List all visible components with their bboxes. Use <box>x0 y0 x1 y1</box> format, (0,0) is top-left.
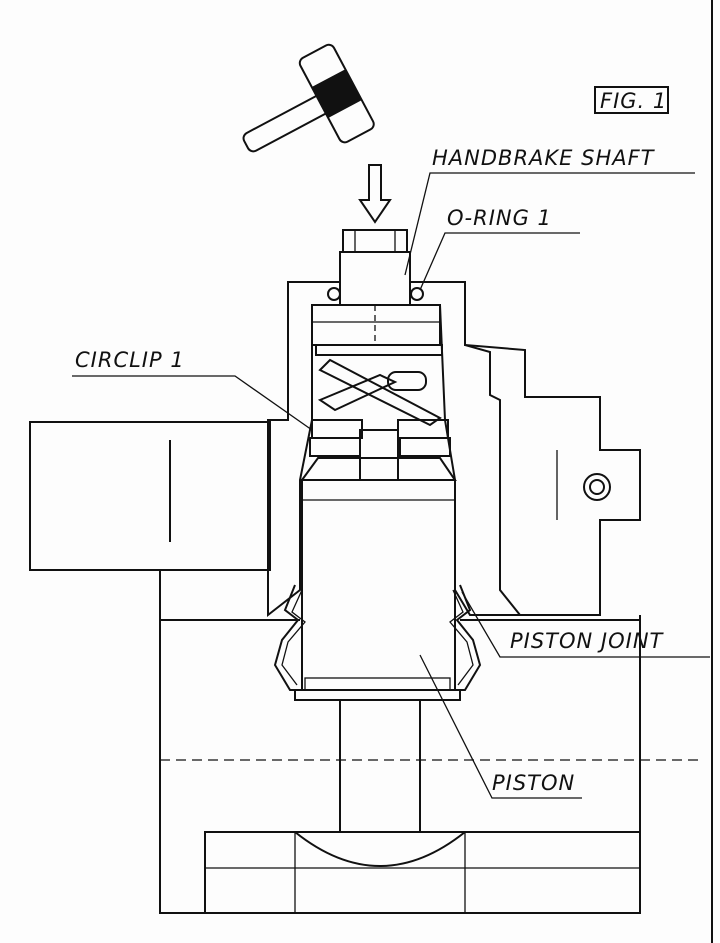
caliper-left-block <box>29 421 271 571</box>
bolt-icon <box>583 473 611 501</box>
o-ring-left <box>327 287 341 301</box>
svg-text:O-RING 1: O-RING 1 <box>447 206 552 230</box>
adjuster-mechanism <box>300 358 457 481</box>
o-ring-right <box>410 287 424 301</box>
label-o-ring: O-RING 1 <box>419 206 580 291</box>
piston-joint <box>273 584 482 691</box>
svg-text:PISTON JOINT: PISTON JOINT <box>510 629 665 653</box>
piston <box>294 479 461 701</box>
svg-text:HANDBRAKE SHAFT: HANDBRAKE SHAFT <box>432 146 656 170</box>
caliper-body <box>159 570 700 914</box>
housing-section-hatched <box>267 281 523 618</box>
figure-label: FIG. 1 <box>594 86 669 114</box>
arrow-down-icon <box>358 164 392 224</box>
label-piston: PISTON <box>419 654 582 799</box>
svg-text:PISTON: PISTON <box>492 771 575 795</box>
label-handbrake-shaft: HANDBRAKE SHAFT <box>404 146 695 276</box>
svg-text:FIG. 1: FIG. 1 <box>600 89 667 113</box>
label-piston-joint: PISTON JOINT <box>461 591 710 658</box>
svg-text:CIRCLIP 1: CIRCLIP 1 <box>75 348 185 372</box>
hammer-icon <box>242 43 375 153</box>
caliper-right-housing <box>464 282 641 616</box>
handbrake-shaft <box>311 229 443 356</box>
label-circlip: CIRCLIP 1 <box>72 348 313 431</box>
